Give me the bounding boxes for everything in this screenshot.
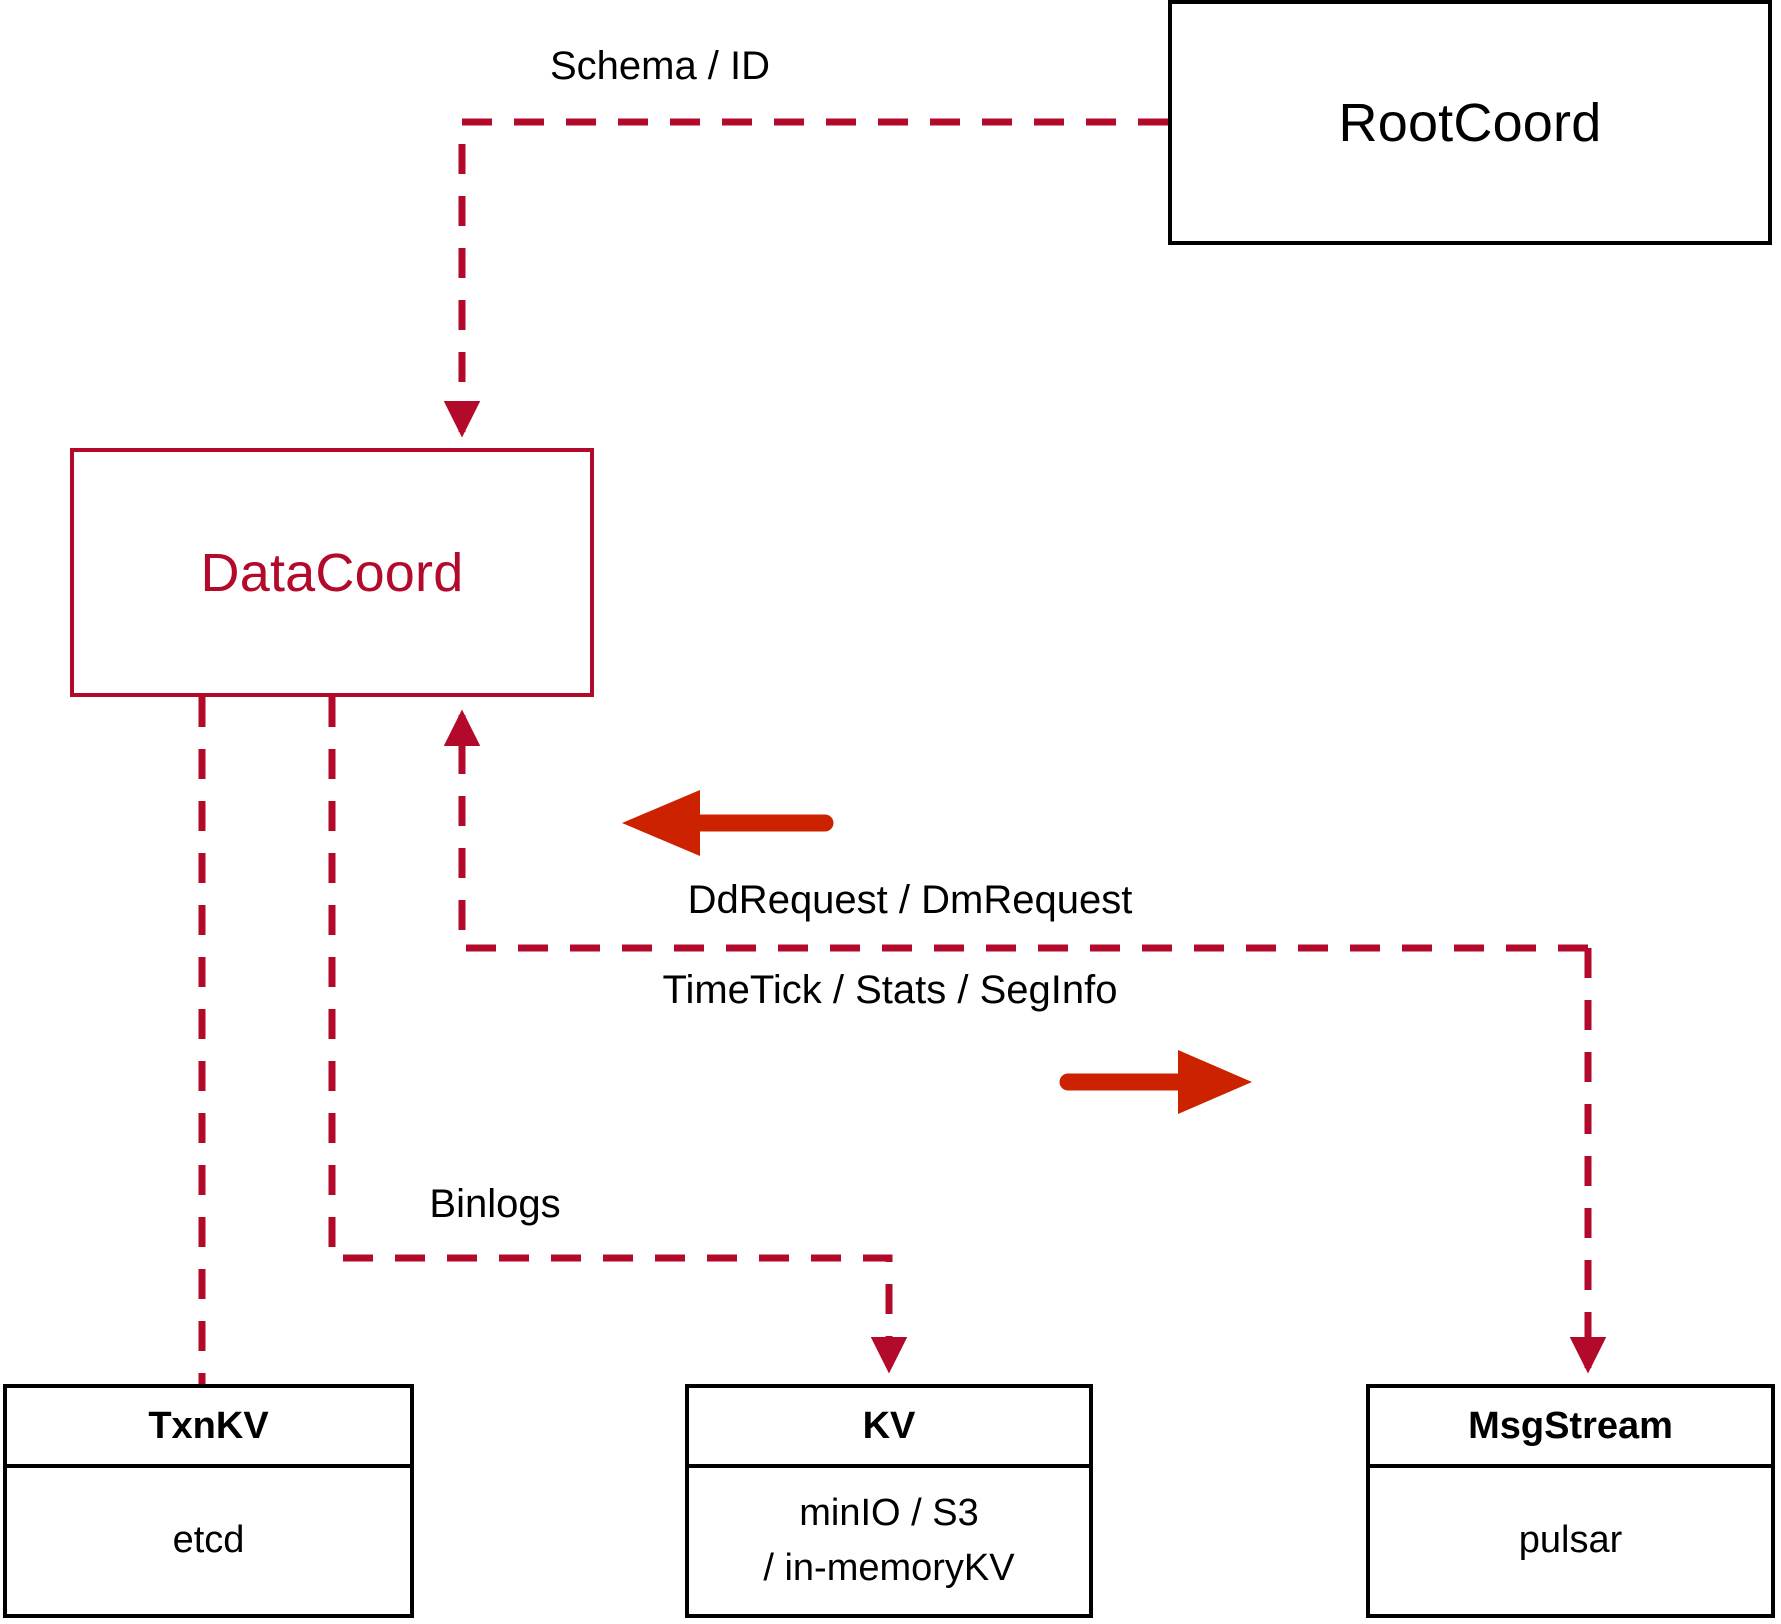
node-msgstream-title: MsgStream — [1370, 1388, 1771, 1468]
node-datacoord[interactable]: DataCoord — [70, 448, 594, 697]
node-msgstream-body: pulsar — [1370, 1468, 1771, 1614]
node-txnkv[interactable]: TxnKV etcd — [3, 1384, 414, 1618]
node-kv-impl-1: / in-memoryKV — [763, 1547, 1015, 1589]
edge-schema-id — [443, 118, 1168, 438]
node-kv[interactable]: KV minIO / S3 / in-memoryKV — [685, 1384, 1093, 1618]
node-msgstream-impl-0: pulsar — [1518, 1519, 1623, 1562]
edge-label-binlogs: Binlogs — [429, 1182, 561, 1226]
edge-label-schema-id: Schema / ID — [549, 44, 771, 88]
inbound-direction-arrow-icon — [622, 790, 834, 856]
edge-binlogs — [328, 697, 908, 1374]
node-kv-impl-0: minIO / S3 — [799, 1491, 979, 1534]
edge-label-ddrequest-dmrequest: DdRequest / DmRequest — [687, 878, 1133, 922]
outbound-direction-arrow-icon — [1059, 1050, 1252, 1114]
node-datacoord-label: DataCoord — [200, 542, 464, 603]
node-kv-body: minIO / S3 / in-memoryKV — [689, 1468, 1089, 1614]
edge-label-timetick-stats-seginfo: TimeTick / Stats / SegInfo — [662, 968, 1118, 1012]
edge-ddrequest-dmrequest — [443, 709, 1588, 952]
node-rootcoord[interactable]: RootCoord — [1168, 0, 1772, 245]
node-kv-title: KV — [689, 1388, 1089, 1468]
node-txnkv-title: TxnKV — [7, 1388, 410, 1468]
node-txnkv-impl-0: etcd — [172, 1519, 245, 1562]
node-rootcoord-label: RootCoord — [1338, 92, 1602, 153]
node-msgstream[interactable]: MsgStream pulsar — [1366, 1384, 1775, 1618]
node-txnkv-body: etcd — [7, 1468, 410, 1614]
